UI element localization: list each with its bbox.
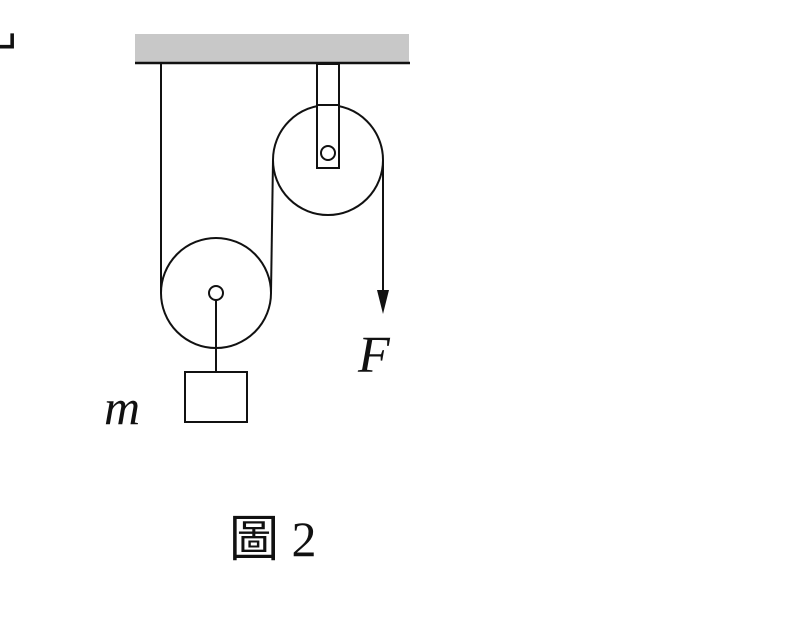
force-arrow-icon (377, 290, 389, 314)
fixed-pulley-axle (320, 145, 336, 161)
mass-block (184, 371, 248, 423)
force-label: F (357, 327, 391, 384)
mass-label: m (104, 379, 140, 435)
ceiling-beam (135, 34, 409, 63)
rope-middle-segment (270, 159, 274, 294)
movable-pulley-axle (208, 285, 224, 301)
cropped-character: ␣ (0, 0, 17, 49)
figure-caption: 圖 2 (229, 511, 317, 567)
